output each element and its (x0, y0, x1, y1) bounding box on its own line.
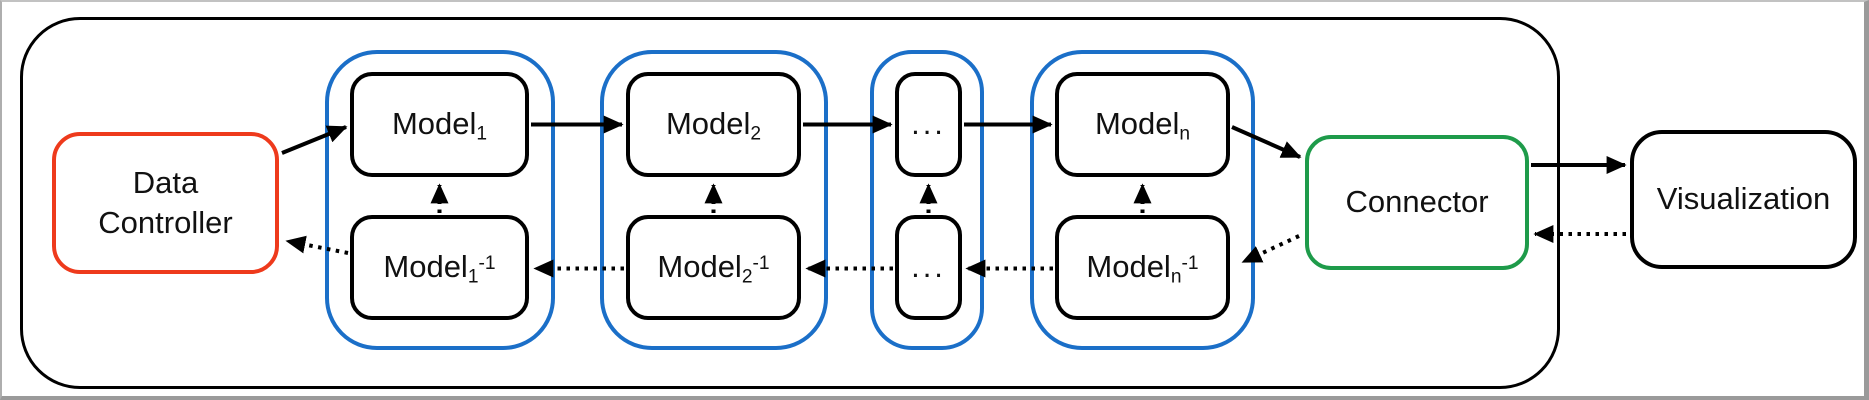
model-group-n (1030, 50, 1255, 350)
visualization-label: Visualization (1656, 181, 1831, 217)
model-n-label: Modeln (1094, 106, 1191, 145)
node-connector: Connector (1305, 135, 1529, 270)
ellipsis-label: ... (911, 106, 946, 142)
model-n-inverse-label: Modeln-1 (1086, 249, 1199, 288)
model-1-inverse-label: Model1-1 (383, 249, 496, 288)
model-2-inverse-label: Model2-1 (657, 249, 770, 288)
node-ellipsis: ... (895, 72, 962, 177)
model-2-label: Model2 (665, 106, 762, 145)
node-model-n: Modeln (1055, 72, 1230, 177)
data-controller-label: Data Controller (98, 164, 233, 240)
model-1-label: Model1 (391, 106, 488, 145)
node-model-1: Model1 (350, 72, 529, 177)
model-group-ellipsis (870, 50, 984, 350)
ellipsis-inverse-label: ... (911, 249, 946, 285)
node-data-controller: Data Controller (52, 132, 279, 274)
model-group-2 (600, 50, 828, 350)
model-group-1 (325, 50, 555, 350)
node-model-2: Model2 (626, 72, 801, 177)
node-visualization: Visualization (1630, 130, 1857, 269)
node-model-1-inverse: Model1-1 (350, 215, 529, 320)
pipeline-boundary (20, 17, 1560, 389)
connector-label: Connector (1345, 184, 1489, 220)
node-ellipsis-inverse: ... (895, 215, 962, 320)
node-model-n-inverse: Modeln-1 (1055, 215, 1230, 320)
node-model-2-inverse: Model2-1 (626, 215, 801, 320)
